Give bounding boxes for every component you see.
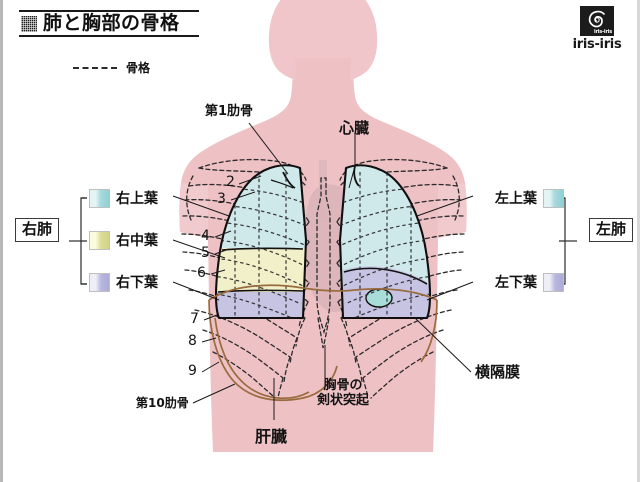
logo-wordmark: iris-iris xyxy=(572,37,622,52)
callout-xiphoid: 胸骨の 剣状突起 xyxy=(303,378,383,409)
swatch-right-upper-lobe xyxy=(89,188,110,208)
page-title: 肺と胸部の骨格 xyxy=(43,12,180,34)
callout-tenth-rib: 第10肋骨 xyxy=(136,396,189,410)
callout-first-rib: 第1肋骨 xyxy=(205,104,254,119)
lobe-key-right-lower: 右下葉 xyxy=(89,272,158,292)
label-right-middle-lobe: 右中葉 xyxy=(116,233,158,249)
anatomy-illustration xyxy=(69,0,577,452)
left-lung-group-box: 左肺 xyxy=(589,218,634,243)
brand-logo: iris-iris iris-iris xyxy=(565,6,629,52)
label-left-upper-lobe: 左上葉 xyxy=(495,191,537,207)
swirl-glyph xyxy=(588,10,605,28)
rib-number-4: 4 xyxy=(201,228,210,244)
label-right-lower-lobe: 右下葉 xyxy=(116,275,158,291)
callout-xiphoid-line2: 剣状突起 xyxy=(316,393,369,409)
logo-badge-mini-text: iris-iris xyxy=(593,29,612,35)
rib-number-9: 9 xyxy=(188,363,197,379)
callout-xiphoid-line1: 胸骨の xyxy=(323,378,363,393)
lobe-key-left-lower: 左下葉 xyxy=(495,272,564,292)
rib-number-3: 3 xyxy=(217,191,226,207)
label-right-upper-lobe: 右上葉 xyxy=(116,191,158,207)
callout-diaphragm: 横隔膜 xyxy=(475,363,521,381)
legend-skeleton: 骨格 xyxy=(73,59,150,76)
lobe-key-left-upper: 左上葉 xyxy=(495,188,564,208)
label-left-lower-lobe: 左下葉 xyxy=(495,275,537,291)
title-rule-top xyxy=(19,10,199,12)
rib-number-8: 8 xyxy=(188,333,197,349)
dashed-line-icon xyxy=(73,66,117,69)
iris-swirl-icon: iris-iris xyxy=(580,6,614,36)
rib-number-6: 6 xyxy=(197,265,206,281)
swatch-left-lower-lobe xyxy=(543,272,564,292)
leader-lines xyxy=(172,122,474,420)
lobe-key-right-upper: 右上葉 xyxy=(89,188,158,208)
legend-label: 骨格 xyxy=(126,61,151,75)
callout-liver: 肝臓 xyxy=(255,427,288,446)
callout-heart: 心臓 xyxy=(339,119,370,137)
rib-number-5: 5 xyxy=(201,245,210,261)
right-lung-group-box: 右肺 xyxy=(15,218,60,243)
title-block: 肺と胸部の骨格 xyxy=(19,10,229,37)
lobe-key-right-middle: 右中葉 xyxy=(89,230,158,250)
rib-number-2: 2 xyxy=(226,174,235,190)
rib-number-7: 7 xyxy=(190,311,199,327)
swatch-right-middle-lobe xyxy=(89,230,110,250)
swatch-right-lower-lobe xyxy=(89,272,110,292)
title-rule-bottom xyxy=(19,34,199,37)
filled-square-icon xyxy=(21,15,37,32)
swatch-left-upper-lobe xyxy=(543,188,564,208)
